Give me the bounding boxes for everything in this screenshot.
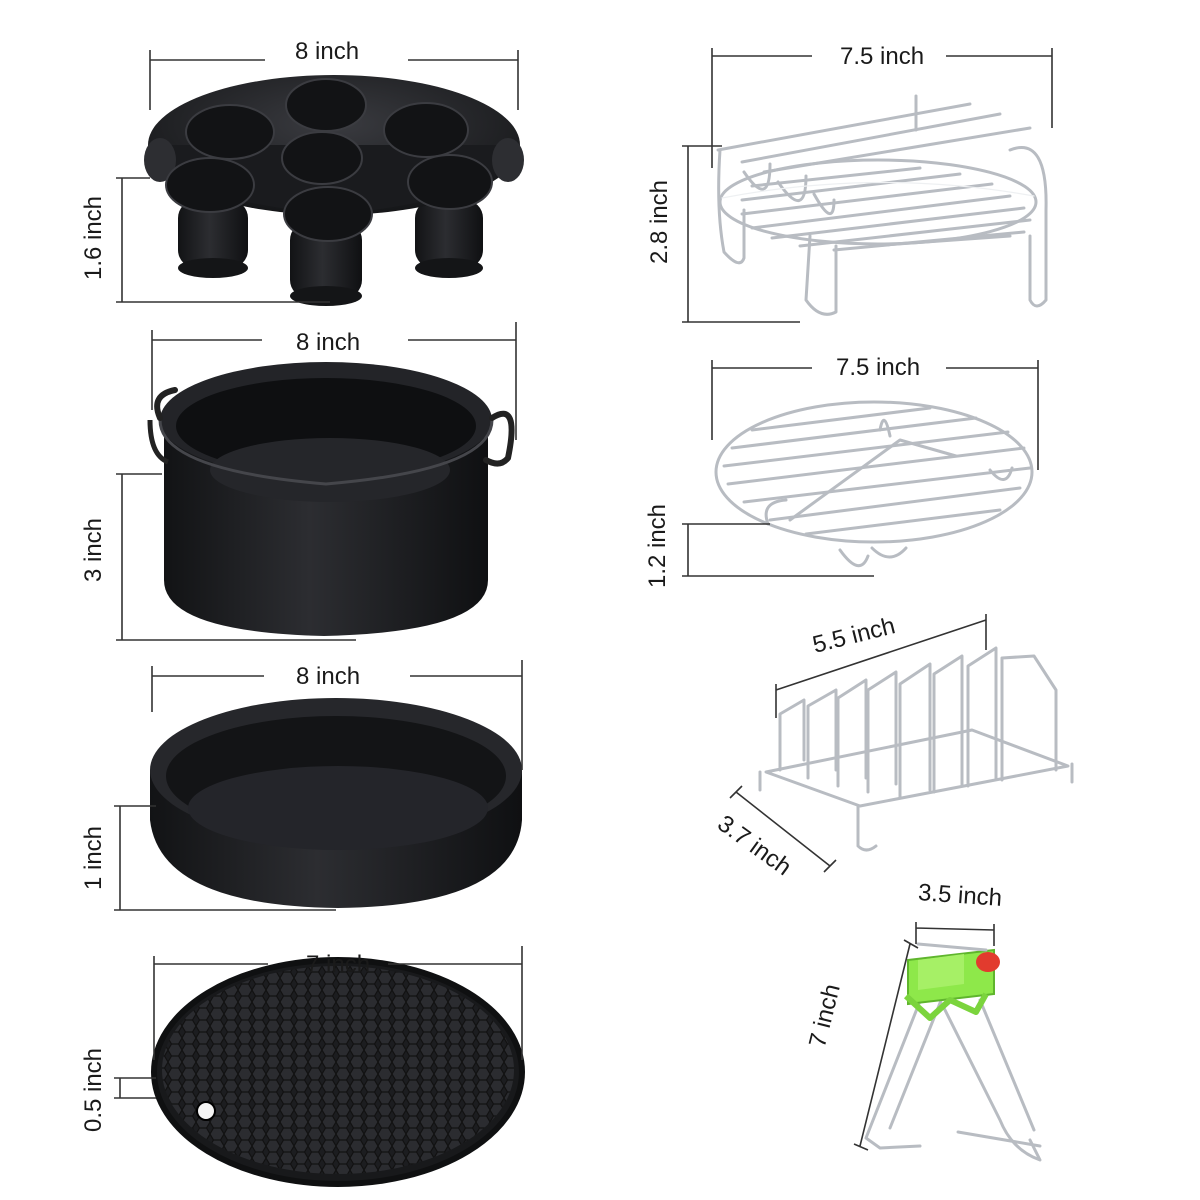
skewer-rack-illustration xyxy=(758,646,1074,852)
dimension-lines xyxy=(114,48,1053,1151)
cake-barrel-width-label: 8 inch xyxy=(296,329,361,356)
dish-clip-illustration xyxy=(864,942,1042,1162)
cake-barrel-height-label: 3 inch xyxy=(80,517,107,583)
pizza-pan-illustration xyxy=(150,698,522,908)
steaming-rack-height-label: 1.2 inch xyxy=(644,503,671,589)
silicone-mat-illustration xyxy=(151,957,525,1187)
silicone-mat-width-label: 7 inch xyxy=(306,951,371,978)
multi-rack-width-label: 7.5 inch xyxy=(840,43,925,70)
pizza-pan-width-label: 8 inch xyxy=(296,663,361,690)
multi-purpose-rack-illustration xyxy=(716,94,1048,316)
steaming-rack-width-label: 7.5 inch xyxy=(836,354,921,381)
multi-rack-height-label: 2.8 inch xyxy=(646,179,673,265)
silicone-mat-height-label: 0.5 inch xyxy=(80,1047,107,1133)
cake-barrel-illustration xyxy=(147,362,515,636)
muffin-tray-height-label: 1.6 inch xyxy=(80,195,107,281)
pizza-pan-height-label: 1 inch xyxy=(80,825,107,891)
dish-clip-width-label: 3.5 inch xyxy=(917,879,1003,912)
muffin-tray-illustration xyxy=(144,75,524,306)
muffin-tray-width-label: 8 inch xyxy=(295,38,360,65)
steaming-rack-illustration xyxy=(714,400,1034,567)
